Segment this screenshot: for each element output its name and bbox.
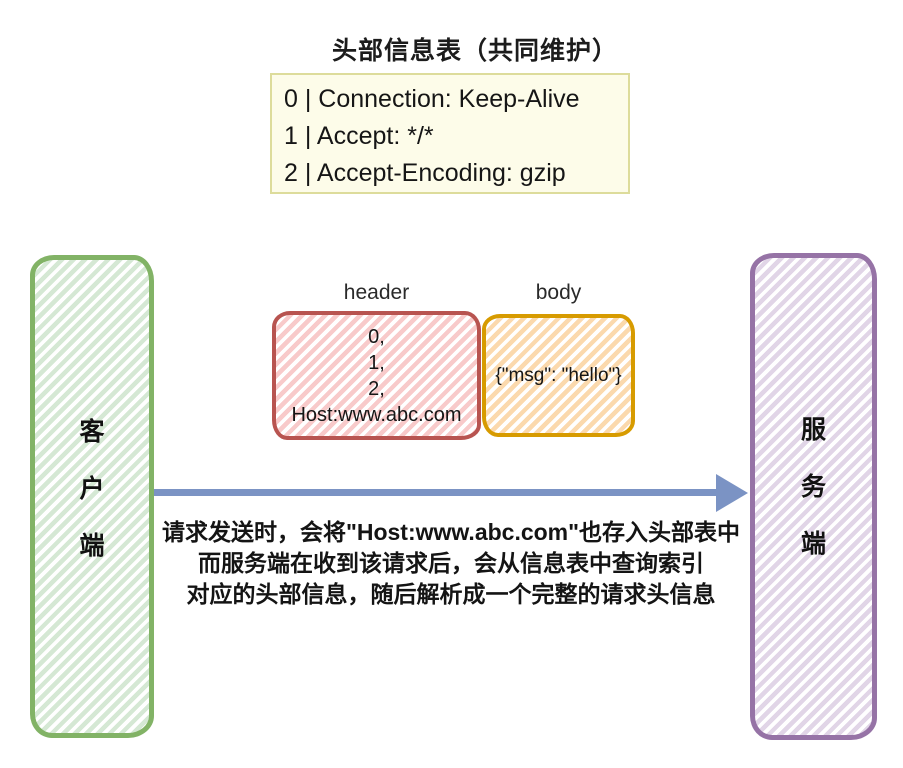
- server-label-char: 务: [800, 473, 826, 501]
- client-box: 客 户 端: [30, 255, 154, 738]
- header-label: header: [343, 281, 410, 304]
- annotation-line: 对应的头部信息，随后解析成一个完整的请求头信息: [186, 581, 716, 607]
- header-line: Host:www.abc.com: [291, 403, 462, 426]
- header-table-box: 0 | Connection: Keep-Alive 1 | Accept: *…: [270, 73, 630, 194]
- annotation-text: 请求发送时，会将"Host:www.abc.com"也存入头部表中 而服务端在收…: [121, 517, 781, 610]
- client-label-char: 端: [79, 532, 105, 560]
- table-row: 0 | Connection: Keep-Alive: [284, 85, 580, 113]
- header-table-title: 头部信息表（共同维护）: [331, 37, 618, 65]
- table-row: 2 | Accept-Encoding: gzip: [284, 159, 566, 187]
- server-label-char: 端: [800, 530, 826, 558]
- header-line: 0,: [368, 325, 385, 348]
- request-arrow-head-icon: [716, 474, 748, 512]
- header-line: 2,: [368, 377, 385, 400]
- request-body-box: {"msg": "hello"}: [482, 314, 635, 437]
- client-label-char: 客: [79, 418, 105, 446]
- server-label-char: 服: [800, 416, 826, 444]
- body-content: {"msg": "hello"}: [495, 364, 622, 386]
- server-box: 服 务 端: [750, 253, 877, 740]
- annotation-line: 请求发送时，会将"Host:www.abc.com"也存入头部表中: [161, 519, 741, 545]
- annotation-line: 而服务端在收到该请求后，会从信息表中查询索引: [198, 550, 704, 576]
- request-header-box: 0, 1, 2, Host:www.abc.com: [272, 311, 481, 440]
- request-arrow-line: [154, 489, 720, 496]
- client-label: 客 户 端: [35, 420, 149, 559]
- client-label-char: 户: [79, 475, 105, 503]
- server-label: 服 务 端: [755, 418, 872, 557]
- header-line: 1,: [368, 351, 385, 374]
- body-label: body: [535, 281, 582, 304]
- table-row: 1 | Accept: */*: [284, 122, 434, 150]
